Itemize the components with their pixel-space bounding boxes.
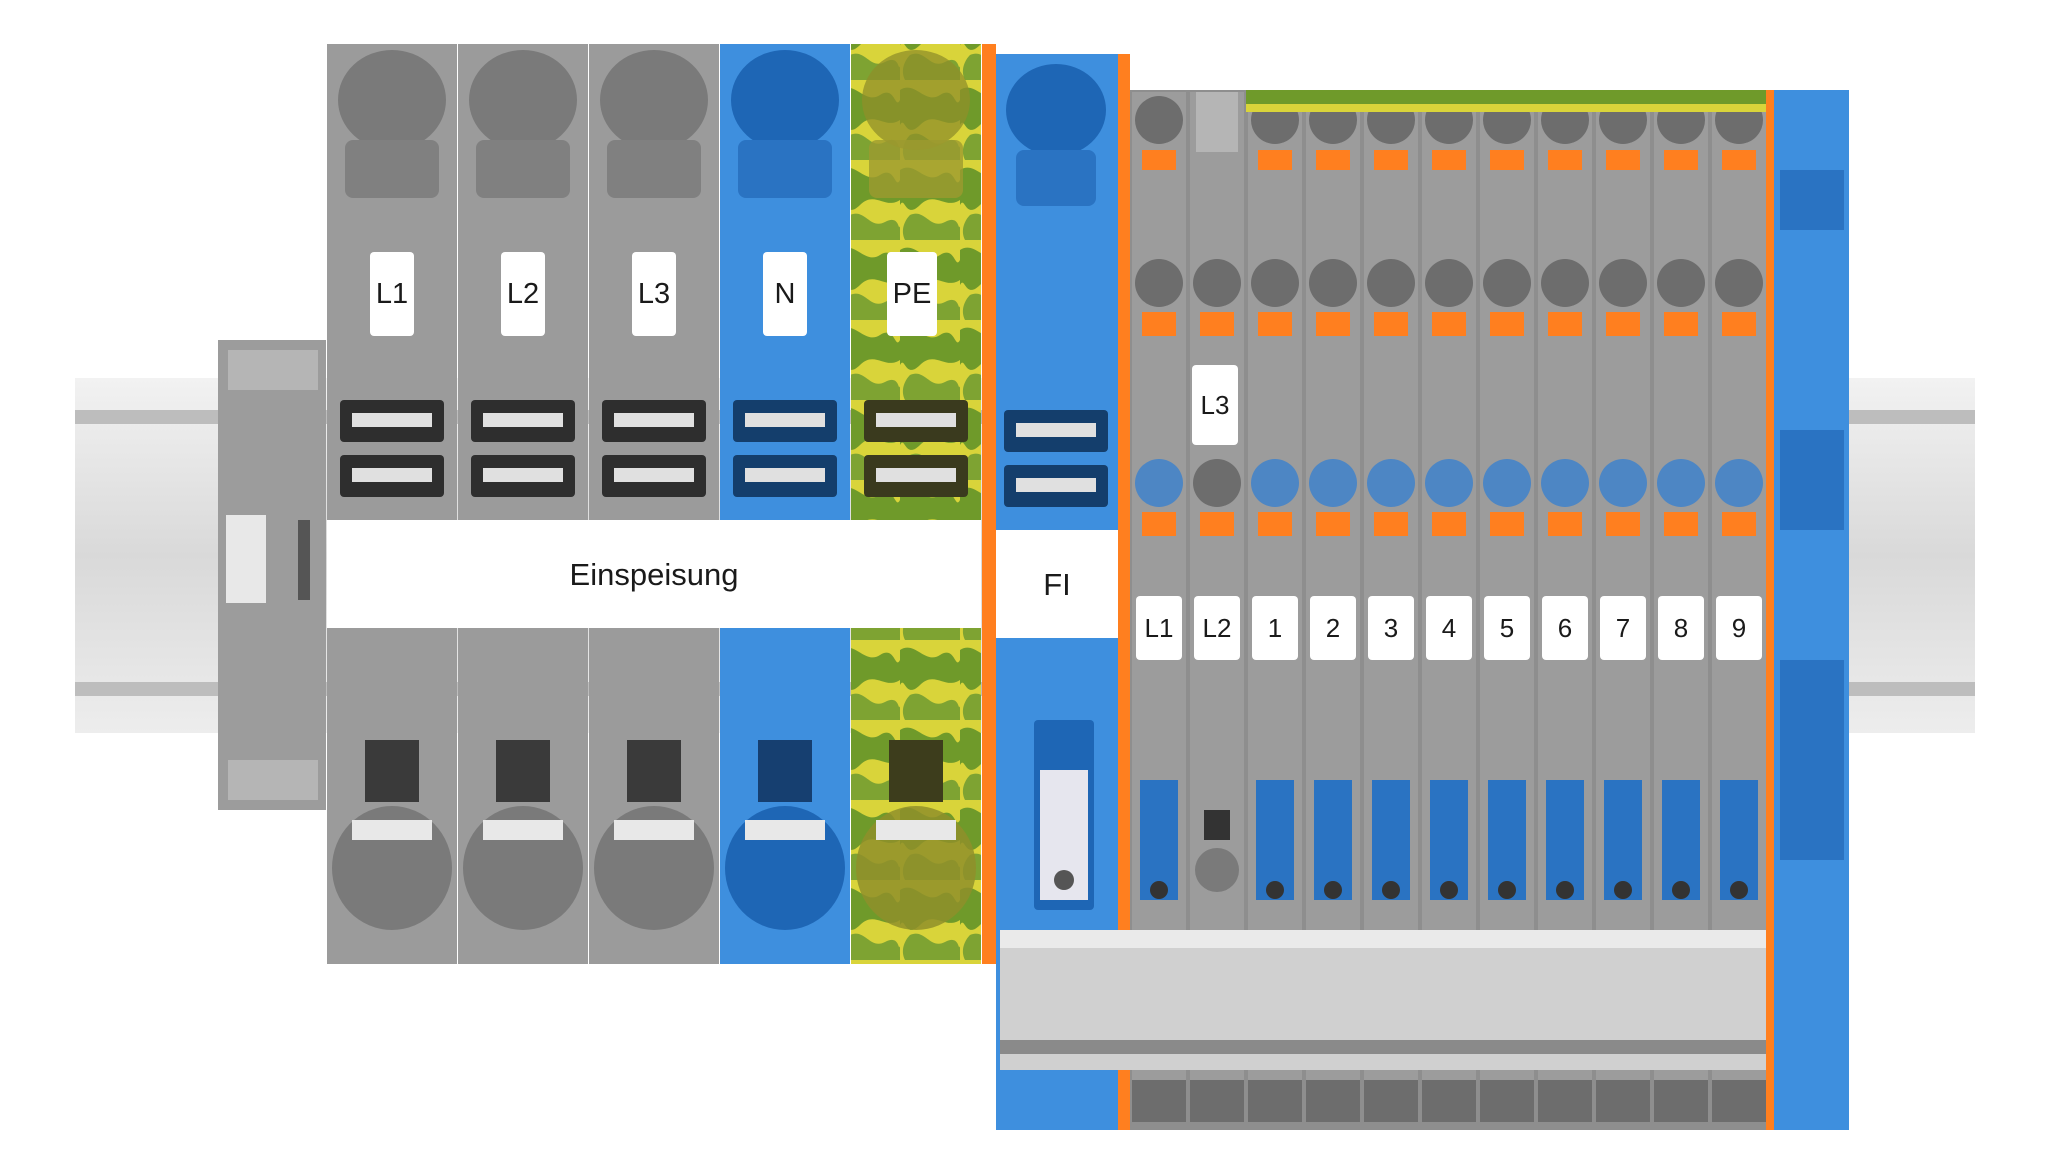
feed-label-pe: PE bbox=[887, 252, 937, 336]
einspeisung-label: Einspeisung bbox=[569, 557, 739, 592]
distribution-marker-11: 9 bbox=[1716, 596, 1762, 660]
feed-terminal-pe bbox=[851, 44, 981, 964]
distribution-marker-10: 8 bbox=[1658, 596, 1704, 660]
feed-label-l2: L2 bbox=[501, 252, 545, 336]
distribution-upper-marker: L3 bbox=[1192, 365, 1238, 445]
feed-label-l1: L1 bbox=[370, 252, 414, 336]
distribution-marker-9: 7 bbox=[1600, 596, 1646, 660]
end-stop bbox=[218, 340, 326, 810]
feed-terminal-l3 bbox=[589, 44, 719, 964]
distribution-marker-3: 1 bbox=[1252, 596, 1298, 660]
feed-label-n: N bbox=[763, 252, 807, 336]
distribution-marker-2: L2 bbox=[1194, 596, 1240, 660]
distribution-marker-7: 5 bbox=[1484, 596, 1530, 660]
right-end-stop bbox=[1766, 90, 1849, 1130]
distribution-marker-4: 2 bbox=[1310, 596, 1356, 660]
distribution-marker-8: 6 bbox=[1542, 596, 1588, 660]
fi-marker-strip bbox=[996, 530, 1118, 638]
feed-terminal-l1 bbox=[327, 44, 457, 964]
feed-terminals bbox=[327, 44, 981, 964]
feed-terminal-l2 bbox=[458, 44, 588, 964]
distribution-marker-5: 3 bbox=[1368, 596, 1414, 660]
fi-label: FI bbox=[1043, 567, 1071, 602]
distribution-marker-1: L1 bbox=[1136, 596, 1182, 660]
distribution-marker-6: 4 bbox=[1426, 596, 1472, 660]
feed-terminal-n bbox=[720, 44, 850, 964]
feed-label-l3: L3 bbox=[632, 252, 676, 336]
einspeisung-marker-strip bbox=[327, 520, 981, 628]
